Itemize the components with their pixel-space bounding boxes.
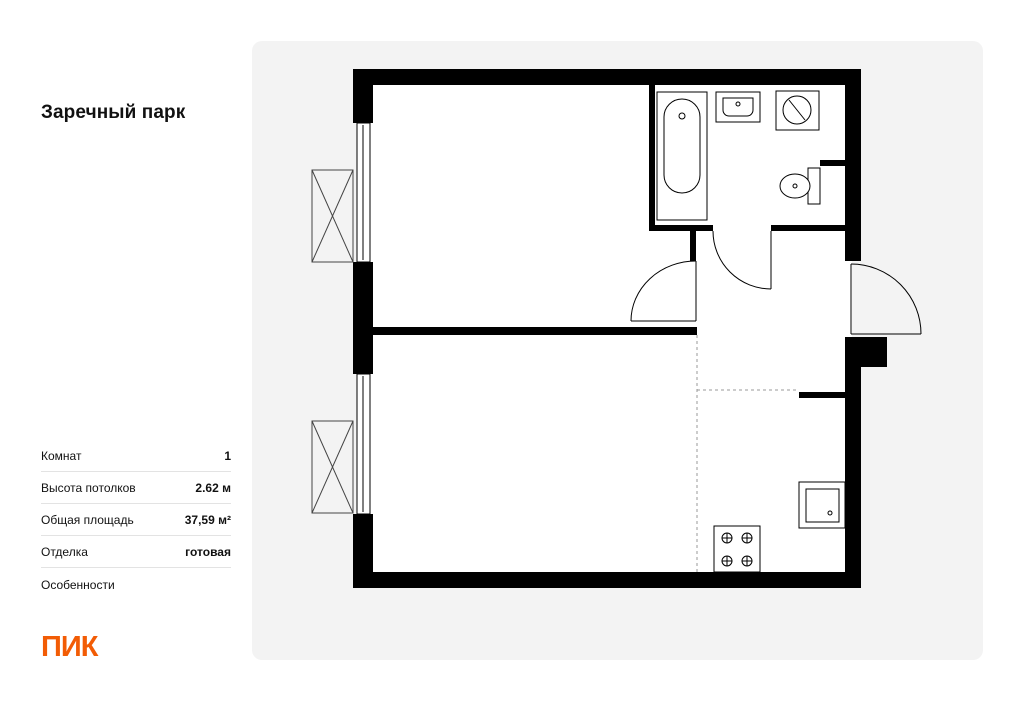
toilet-icon <box>779 167 821 205</box>
zone-divider <box>696 335 799 572</box>
spec-value: 37,59 м² <box>184 513 231 527</box>
pik-logo: ПИК <box>41 631 98 663</box>
stove-icon <box>713 525 761 573</box>
spec-label: Комнат <box>41 449 82 463</box>
sink-icon <box>715 91 761 123</box>
balcony-icon <box>311 169 354 514</box>
spec-row-features: Особенности <box>41 568 231 600</box>
spec-label: Отделка <box>41 545 88 559</box>
interior-walls <box>373 85 847 398</box>
spec-label: Особенности <box>41 577 115 592</box>
bathtub-icon <box>656 91 708 221</box>
spec-value: готовая <box>185 545 231 559</box>
spec-value: 1 <box>224 449 231 463</box>
window-icon <box>356 122 371 515</box>
outer-walls <box>353 69 887 588</box>
spec-row-finishing: Отделка готовая <box>41 536 231 568</box>
spec-value: 2.62 м <box>195 481 231 495</box>
spec-label: Общая площадь <box>41 513 134 527</box>
washing-machine-icon <box>775 90 820 131</box>
page-title: Заречный парк <box>41 102 186 123</box>
apartment-specs: Комнат 1 Высота потолков 2.62 м Общая пл… <box>41 440 231 600</box>
spec-row-total-area: Общая площадь 37,59 м² <box>41 504 231 536</box>
door-swing-icon <box>630 230 922 335</box>
spec-label: Высота потолков <box>41 481 136 495</box>
spec-row-rooms: Комнат 1 <box>41 440 231 472</box>
kitchen-sink-icon <box>798 481 846 529</box>
spec-row-ceiling-height: Высота потолков 2.62 м <box>41 472 231 504</box>
floorplan <box>311 69 922 588</box>
